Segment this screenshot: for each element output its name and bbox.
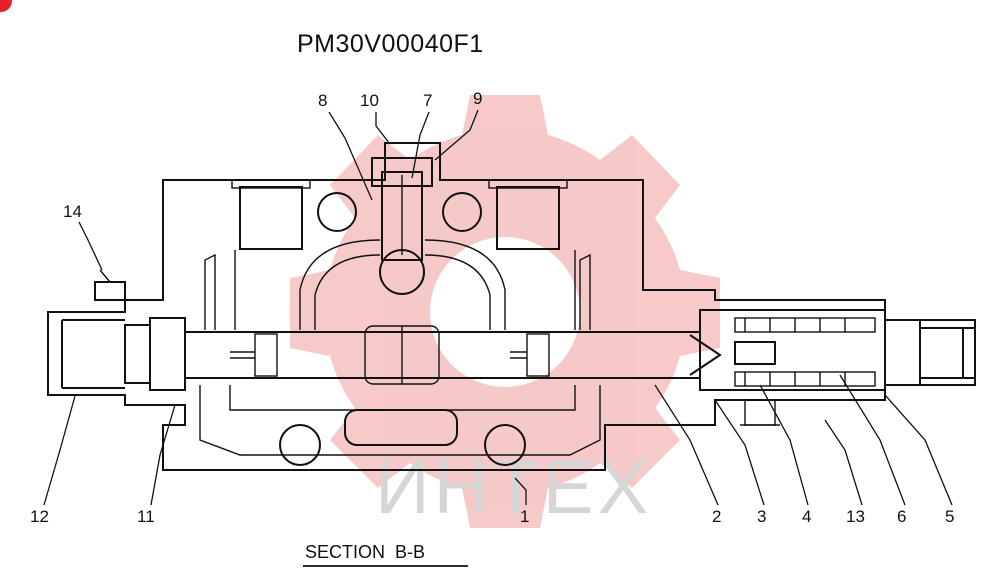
callout-13: 13 (846, 507, 865, 526)
watermark-text: ИНТЕХ (375, 445, 652, 530)
valve-body (47, 142, 976, 471)
callout-1: 1 (520, 507, 529, 526)
leader-lines (43, 109, 953, 506)
callout-12: 12 (30, 507, 49, 526)
callout-6: 6 (897, 507, 906, 526)
callout-3: 3 (757, 507, 766, 526)
callout-10: 10 (360, 91, 379, 110)
callout-14: 14 (63, 202, 82, 221)
callout-5: 5 (945, 507, 954, 526)
drawing-code: PM30V00040F1 (297, 30, 484, 58)
callout-11: 11 (137, 507, 155, 526)
callout-9: 9 (473, 89, 482, 108)
callout-4: 4 (802, 507, 811, 526)
callout-7: 7 (423, 91, 432, 110)
callout-2: 2 (712, 507, 721, 526)
section-label: SECTION B-B (305, 542, 425, 562)
callout-8: 8 (318, 91, 327, 110)
